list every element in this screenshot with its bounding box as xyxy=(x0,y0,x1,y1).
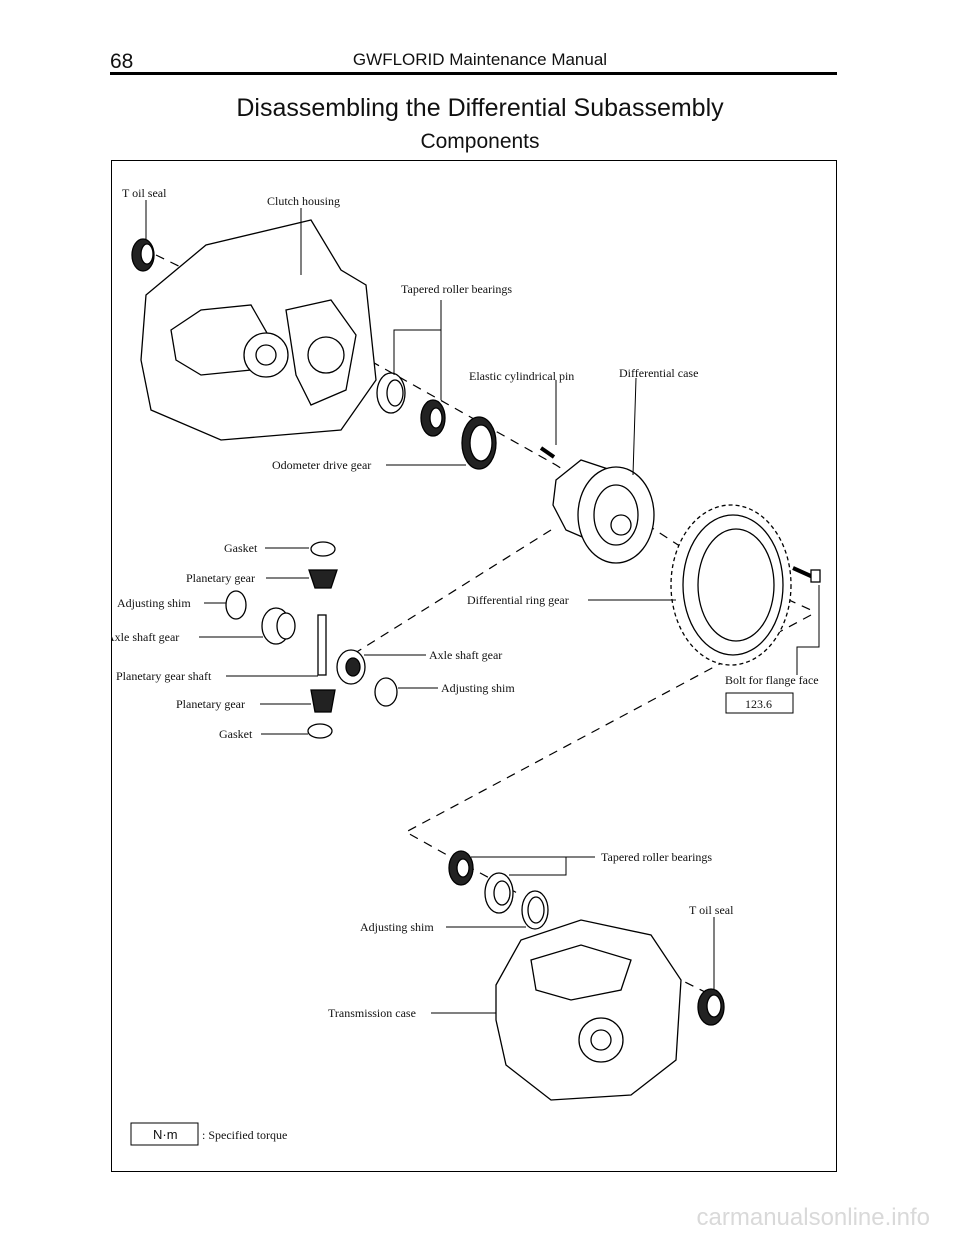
label-gasket-top: Gasket xyxy=(224,541,258,555)
manual-title: GWFLORID Maintenance Manual xyxy=(352,50,608,69)
page-title: Disassembling the Differential Subassemb… xyxy=(236,94,724,122)
label-tapered-roller-bearings-top: Tapered roller bearings xyxy=(401,282,512,296)
section-subtitle: Components xyxy=(420,130,540,153)
label-axle-shaft-gear-right: Axle shaft gear xyxy=(429,648,502,662)
bearing-roller-part xyxy=(420,399,446,437)
axle-shaft-gear-right-part xyxy=(336,649,366,685)
watermark: carmanualsonline.info xyxy=(696,1204,930,1231)
label-axle-shaft-gear-left: Axle shaft gear xyxy=(111,630,179,644)
gasket-bottom-part xyxy=(307,723,333,739)
planetary-gear-top-part xyxy=(308,569,338,589)
adjusting-shim-left-part xyxy=(225,590,247,620)
odometer-gear-part xyxy=(461,416,497,470)
label-adjusting-shim-right: Adjusting shim xyxy=(441,681,515,695)
legend-unit: N·m xyxy=(153,1127,178,1142)
page-number: 68 xyxy=(110,50,134,73)
label-planetary-gear-top: Planetary gear xyxy=(186,571,255,585)
label-planetary-gear-bottom: Planetary gear xyxy=(176,697,245,711)
bearing-race-part xyxy=(376,372,406,414)
axle-shaft-gear-left-part xyxy=(261,607,296,645)
ring-gear-part xyxy=(670,504,792,666)
label-differential-case: Differential case xyxy=(619,366,698,380)
label-elastic-cylindrical-pin: Elastic cylindrical pin xyxy=(469,369,574,383)
label-planetary-gear-shaft: Planetary gear shaft xyxy=(116,669,212,683)
leader-trb-bottom xyxy=(471,856,595,876)
legend-text: : Specified torque xyxy=(202,1128,287,1142)
planetary-gear-bottom-part xyxy=(310,689,336,713)
label-odometer-drive-gear: Odometer drive gear xyxy=(272,458,371,472)
flange-bolt-part xyxy=(792,566,821,583)
label-differential-ring-gear: Differential ring gear xyxy=(467,593,569,607)
header-rule xyxy=(110,72,837,75)
label-transmission-case: Transmission case xyxy=(328,1006,416,1020)
planetary-gear-shaft-part xyxy=(317,614,327,676)
assembly-axis-lower xyxy=(404,614,812,896)
label-bolt-for-flange-face: Bolt for flange face xyxy=(725,673,819,687)
leader-trb-top xyxy=(393,300,442,400)
differential-case-part xyxy=(552,459,655,564)
label-adjusting-shim-bottom: Adjusting shim xyxy=(360,920,434,934)
bearing-lower-race-part xyxy=(484,872,514,914)
adjusting-shim-bottom-part xyxy=(521,890,549,930)
transmission-case-part xyxy=(495,919,682,1101)
label-clutch-housing: Clutch housing xyxy=(267,194,340,208)
adjusting-shim-right-part xyxy=(374,677,398,707)
label-t-oil-seal-top: T oil seal xyxy=(122,186,167,200)
legend-unit-box xyxy=(130,1122,199,1146)
torque-value-box xyxy=(725,692,794,714)
leader-diff-case xyxy=(632,377,637,476)
clutch-housing-part xyxy=(140,219,377,441)
t-oil-seal-top-part xyxy=(131,238,155,272)
label-adjusting-shim-left: Adjusting shim xyxy=(117,596,191,610)
label-tapered-roller-bearings-bottom: Tapered roller bearings xyxy=(601,850,712,864)
label-t-oil-seal-bottom: T oil seal xyxy=(689,903,734,917)
elastic-pin-part xyxy=(539,446,556,459)
gasket-top-part xyxy=(310,541,336,557)
leader-bolt xyxy=(796,585,820,675)
assembly-axis-diagonal xyxy=(335,529,552,666)
t-oil-seal-bottom-part xyxy=(697,988,725,1026)
bearing-lower-roller-part xyxy=(448,850,474,886)
exploded-diagram: T oil seal Clutch housing Tapered roller… xyxy=(111,186,821,1146)
diagram-frame xyxy=(111,160,837,1172)
label-gasket-bottom: Gasket xyxy=(219,727,253,741)
torque-value: 123.6 xyxy=(745,697,772,711)
